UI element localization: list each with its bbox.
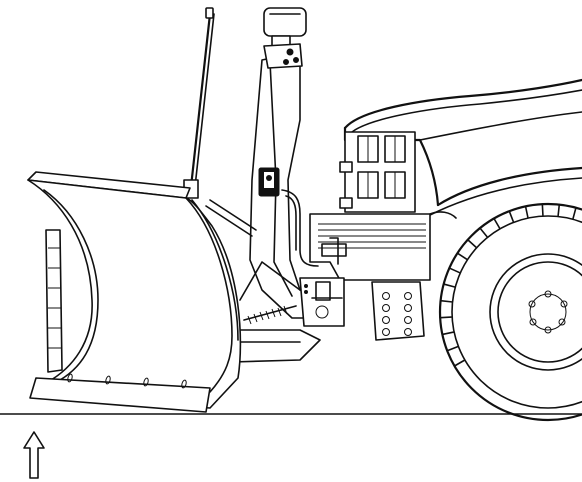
tread-block — [446, 345, 459, 352]
tread-block — [448, 267, 461, 274]
tread-block — [456, 252, 468, 260]
angle-cylinder — [205, 199, 257, 237]
tread-block — [508, 210, 515, 223]
tread-block — [453, 359, 465, 367]
tread-block — [439, 299, 453, 303]
plow-blade — [27, 171, 242, 413]
tread-block — [466, 238, 477, 248]
lift-mast — [249, 7, 319, 319]
up-arrow-icon — [23, 431, 45, 479]
tread-block — [441, 331, 454, 336]
tread-block — [442, 283, 456, 288]
tread-block — [479, 227, 488, 238]
truck-hood — [343, 78, 582, 216]
blade-marker-rod — [183, 7, 215, 208]
tread-block — [572, 206, 577, 220]
tread-block — [439, 316, 452, 319]
tread-block — [541, 203, 544, 216]
tread-block — [557, 203, 561, 217]
hitch-assembly — [299, 237, 347, 327]
truck-grille — [339, 131, 416, 213]
tread-block — [524, 205, 529, 218]
tread-block — [493, 217, 501, 229]
truck-bumper — [309, 211, 457, 281]
front-tire — [438, 202, 582, 422]
mount-plate — [371, 281, 425, 341]
